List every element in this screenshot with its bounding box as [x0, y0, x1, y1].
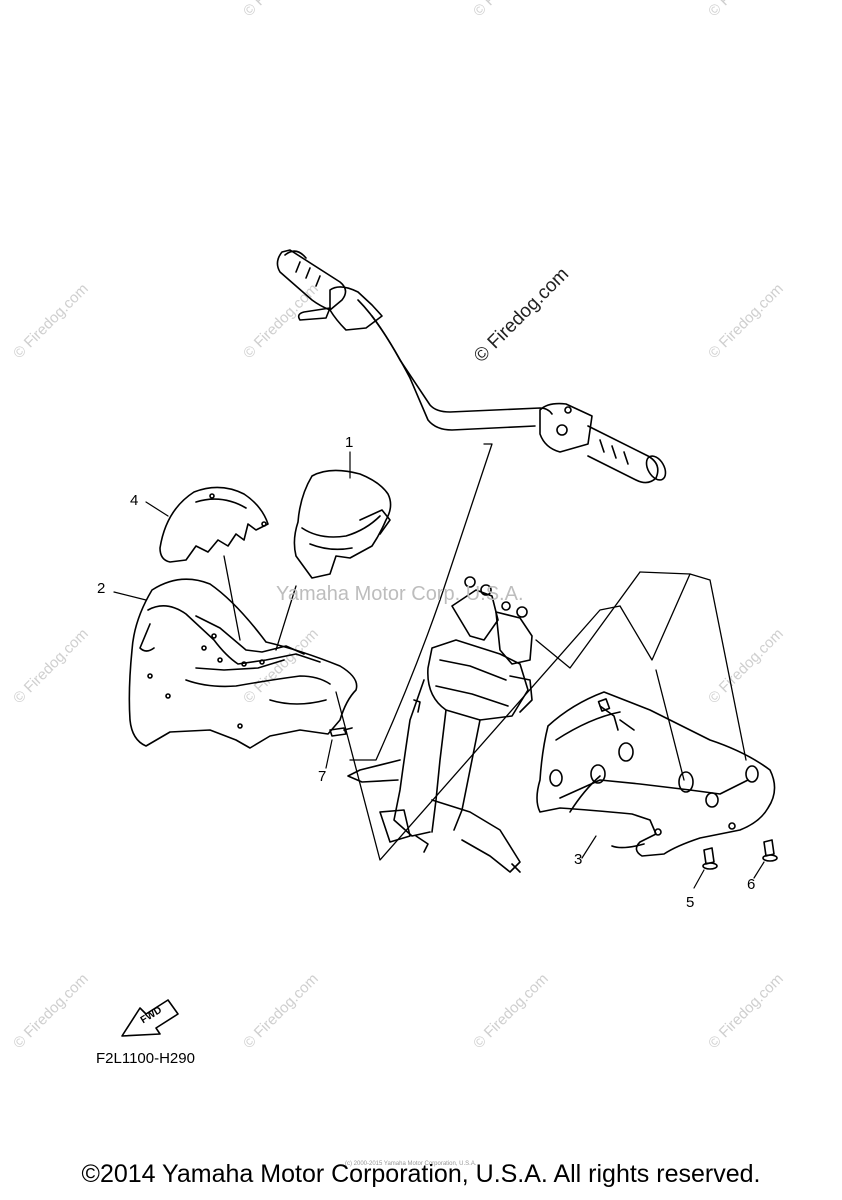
copyright-footer: ©2014 Yamaha Motor Corporation, U.S.A. A…	[81, 1160, 761, 1188]
callout-3: 3	[574, 851, 583, 868]
callout-6: 6	[747, 876, 756, 893]
callout-1: 1	[345, 434, 354, 451]
part-2-front-fairing	[128, 578, 358, 749]
handlebar	[276, 249, 667, 484]
part-6-screw	[762, 839, 778, 862]
part-3-lower-cover	[536, 691, 776, 857]
part-1-meter-cover	[293, 469, 392, 579]
tiny-notice: (c) 2000-2015 Yamaha Motor Corporation, …	[345, 1161, 477, 1167]
callout-leaders	[113, 451, 765, 889]
part-5-screw	[702, 847, 718, 870]
part-4-small-cover	[159, 486, 269, 563]
fwd-arrow-icon	[121, 999, 179, 1037]
callout-2: 2	[97, 580, 106, 597]
callout-7: 7	[318, 768, 327, 785]
yamaha-watermark: Yamaha Motor Corp. U.S.A.	[276, 583, 524, 605]
steering-assembly	[347, 576, 533, 873]
guide-lines	[223, 443, 747, 861]
part-7-screw	[329, 727, 353, 737]
callout-5: 5	[686, 894, 695, 911]
diagram-code: F2L1100-H290	[96, 1050, 195, 1067]
callout-4: 4	[130, 492, 139, 509]
